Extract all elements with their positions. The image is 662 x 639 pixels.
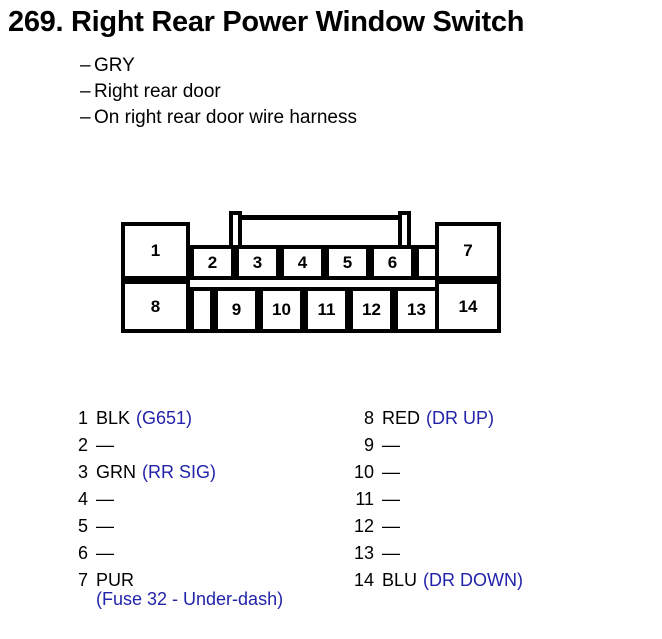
pin-cell-4: 4: [280, 245, 325, 280]
connector-pinout-diagram: 1 2 3 4 5 6 7 8 9 10 11 12 13 14: [121, 207, 501, 335]
descriptor-item: –Right rear door: [80, 79, 357, 105]
legend-row: 9—: [348, 435, 523, 462]
pin-cell-13: 13: [394, 287, 439, 333]
pin-number: 6: [77, 543, 88, 563]
pin-cell-8: 8: [121, 280, 190, 333]
wire-color: PUR: [96, 570, 135, 590]
circuit-note: (DR UP): [426, 408, 495, 428]
wire-color: BLU: [382, 570, 418, 590]
pin-number: 12: [353, 516, 374, 536]
pin-number: 4: [77, 489, 88, 509]
pin-number: 3: [77, 462, 88, 482]
circuit-note: (DR DOWN): [423, 570, 523, 590]
pin-number: 2: [77, 435, 88, 455]
wire-color: RED: [382, 408, 421, 428]
circuit-note: (G651): [136, 408, 193, 428]
pin-cell-3: 3: [235, 245, 280, 280]
legend-row: 12 —: [348, 516, 523, 543]
pin-number: 7: [77, 570, 88, 590]
wire-color: BLK: [96, 408, 131, 428]
pin-cell-11: 11: [304, 287, 349, 333]
circuit-note-sub: (Fuse 32 - Under-dash): [96, 589, 284, 609]
wire-color: —: [382, 516, 400, 536]
pin-number: 14: [353, 570, 374, 590]
pin-cell-2: 2: [190, 245, 235, 280]
wire-color: —: [96, 543, 114, 563]
pin-number: 13: [353, 543, 374, 563]
dash-glyph: –: [80, 55, 91, 76]
pin-cell-5: 5: [325, 245, 370, 280]
pin-number: 5: [77, 516, 88, 536]
pin-cell-12: 12: [349, 287, 394, 333]
dash-glyph: –: [80, 107, 91, 128]
pin-cell-10: 10: [259, 287, 304, 333]
legend-row: 3 GRN (RR SIG): [62, 462, 283, 489]
connector-shell-rail: [233, 215, 405, 220]
wire-color: —: [96, 516, 114, 536]
pin-number: 9: [363, 435, 374, 455]
wire-color: —: [96, 489, 114, 509]
legend-row: 7 PUR (Fuse 32 - Under-dash): [62, 570, 283, 609]
descriptor-text: On right rear door wire harness: [94, 107, 357, 128]
pin-cell-6: 6: [370, 245, 415, 280]
wire-color: —: [96, 435, 114, 455]
pin-cell-1: 1: [121, 222, 190, 280]
legend-row: 5—: [62, 516, 283, 543]
pin-number: 1: [77, 408, 88, 428]
connector-descriptor-list: –GRY –Right rear door –On right rear doo…: [80, 53, 357, 131]
wire-color: —: [382, 543, 400, 563]
legend-row: 14 BLU(DR DOWN): [348, 570, 523, 597]
legend-row: 2—: [62, 435, 283, 462]
wire-color: GRN: [96, 462, 136, 482]
pin-cell-7: 7: [435, 222, 501, 280]
circuit-note: (RR SIG): [142, 462, 216, 482]
wire-color: —: [382, 489, 400, 509]
wire-color: —: [382, 435, 400, 455]
pin-cell-blank-bottom: [190, 287, 214, 333]
pin-cell-9: 9: [214, 287, 259, 333]
legend-row: 10 —: [348, 462, 523, 489]
legend-row: 13 —: [348, 543, 523, 570]
legend-row: 1 BLK(G651): [62, 408, 283, 435]
descriptor-text: Right rear door: [94, 81, 221, 102]
pin-cell-14: 14: [435, 280, 501, 333]
legend-row: 4—: [62, 489, 283, 516]
legend-row: 6—: [62, 543, 283, 570]
pin-number: 10: [353, 462, 374, 482]
dash-glyph: –: [80, 81, 91, 102]
wire-color: —: [382, 462, 400, 482]
descriptor-text: GRY: [94, 55, 135, 76]
legend-row: 8 RED(DR UP): [348, 408, 523, 435]
legend-row: 11 —: [348, 489, 523, 516]
pin-number: 8: [363, 408, 374, 428]
page-title: 269. Right Rear Power Window Switch: [8, 6, 525, 38]
pin-number: 11: [355, 489, 374, 509]
descriptor-item: –On right rear door wire harness: [80, 105, 357, 131]
descriptor-item: –GRY: [80, 53, 357, 79]
